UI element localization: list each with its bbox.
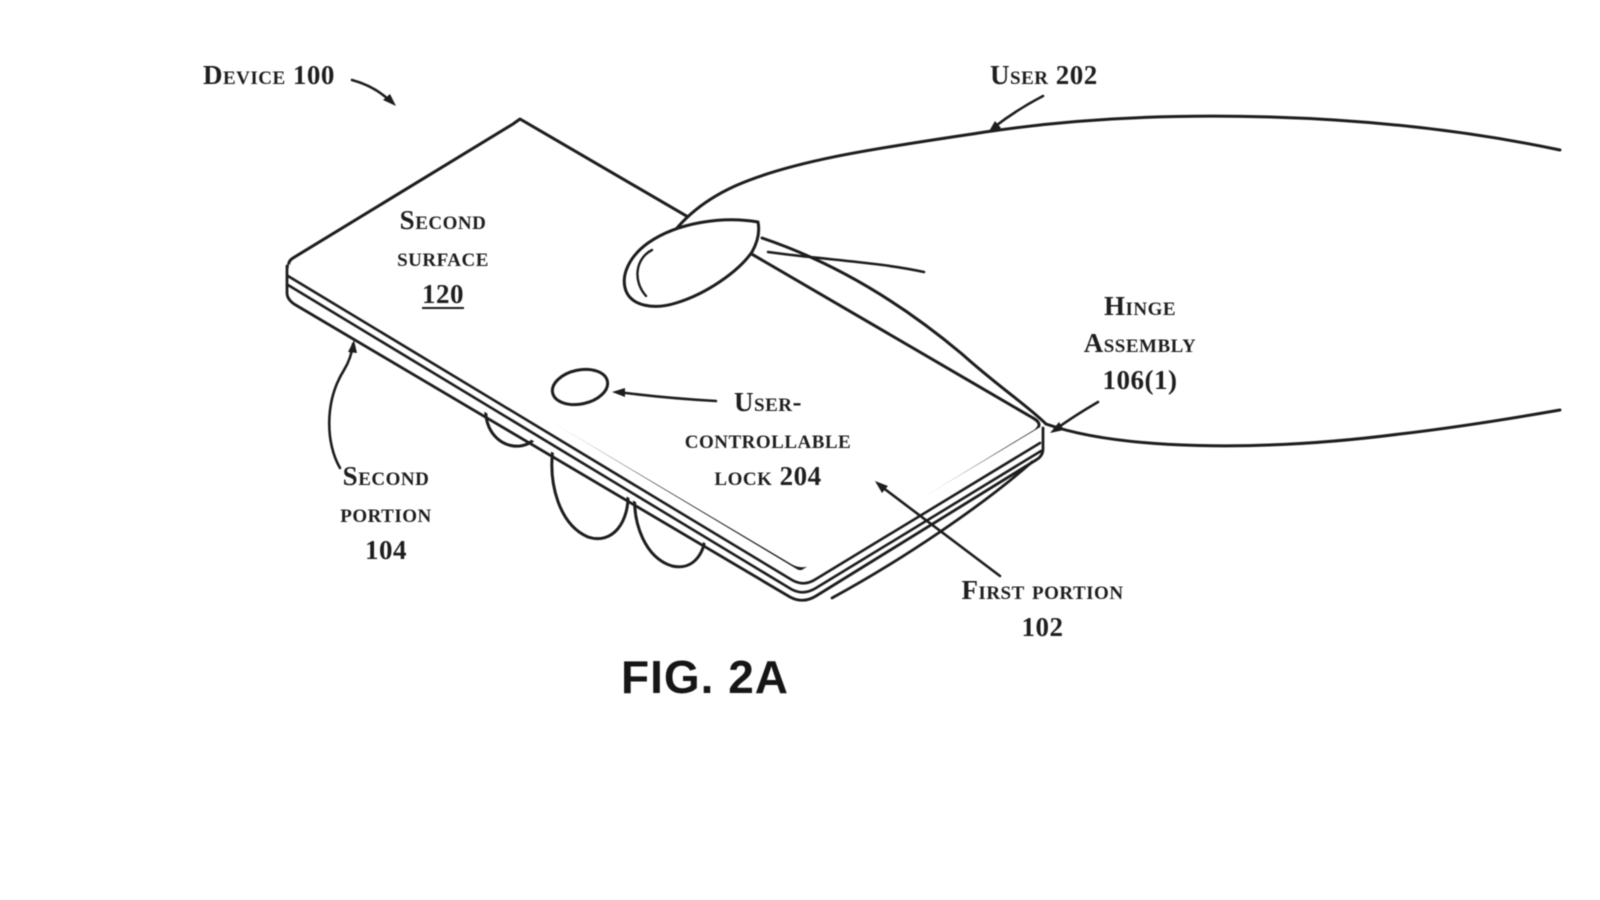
figure-caption: FIG. 2A xyxy=(620,651,790,703)
label-lock-line2: controllable xyxy=(684,424,852,454)
label-first-portion-ref: 102 xyxy=(1021,612,1064,642)
label-device-100: Device 100 xyxy=(203,60,335,90)
label-second-surface-line1: Second xyxy=(399,205,487,235)
arm-top-contour xyxy=(660,114,1562,252)
lock-arrowhead xyxy=(612,388,625,397)
label-user-controllable-lock: User- controllable lock 204 xyxy=(628,384,908,495)
thumb-nail-line xyxy=(636,248,654,298)
label-second-surface-ref: 120 xyxy=(422,279,464,309)
label-second-portion-line2: portion xyxy=(340,498,432,528)
lock-ellipse xyxy=(550,367,610,407)
label-hinge-line2: Assembly xyxy=(1083,328,1197,358)
label-lock-line3: lock 204 xyxy=(714,461,822,491)
label-second-surface-line2: surface xyxy=(397,242,489,272)
first-portion-arrow xyxy=(880,485,1002,578)
label-second-portion-line1: Second xyxy=(342,461,430,491)
device-edge-layers xyxy=(285,264,1045,602)
lock-arrow xyxy=(616,390,718,403)
label-second-portion-ref: 104 xyxy=(365,535,407,565)
wrist-lower-contour xyxy=(1044,408,1562,448)
user-202-arrow xyxy=(991,94,1045,130)
hinge-arrowhead xyxy=(1050,422,1064,433)
palm-under-device-line xyxy=(830,460,1034,600)
second-portion-arrow xyxy=(327,342,355,470)
label-first-portion: First portion 102 xyxy=(930,572,1155,646)
first-portion-arrowhead xyxy=(875,481,888,493)
label-user-202: User 202 xyxy=(990,60,1098,90)
hand-and-arm xyxy=(660,114,1562,448)
label-second-surface: Second surface 120 xyxy=(358,202,528,313)
label-lock-line1: User- xyxy=(734,387,802,417)
label-hinge-line1: Hinge xyxy=(1103,291,1177,321)
user-202-arrowhead xyxy=(988,121,1001,133)
label-second-portion: Second portion 104 xyxy=(301,458,471,569)
leader-arrows xyxy=(327,78,1100,578)
second-portion-arrowhead xyxy=(348,340,357,353)
index-finger-line xyxy=(766,250,926,274)
label-first-portion-line1: First portion xyxy=(961,575,1124,605)
label-hinge-assembly: Hinge Assembly 106(1) xyxy=(1035,288,1245,399)
device-100-arrowhead xyxy=(383,94,396,106)
palm-edge-contour xyxy=(760,236,1048,426)
thumb xyxy=(622,218,761,308)
device-body xyxy=(287,117,1041,571)
label-hinge-ref: 106(1) xyxy=(1102,365,1178,395)
